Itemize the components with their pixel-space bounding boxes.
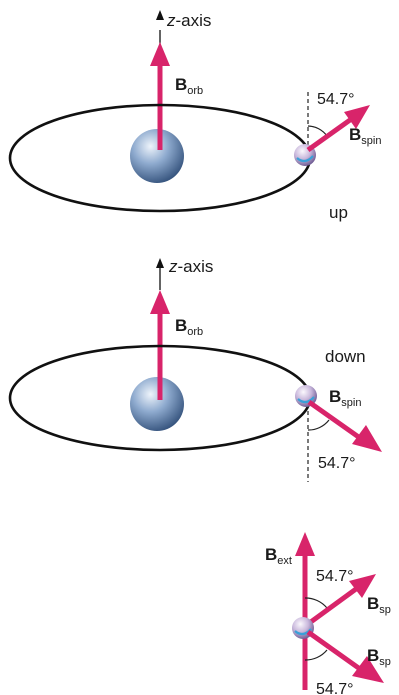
angle-label-bottom: 54.7° [316, 681, 354, 695]
b-orb-label: Borb [175, 316, 203, 338]
z-axis-label: z-axis [166, 11, 211, 30]
nucleus-sphere-icon [130, 129, 184, 183]
state-label-down: down [325, 347, 366, 366]
b-spin-arrowhead-icon [352, 425, 382, 452]
angle-arc-bottom [305, 650, 327, 660]
angle-arc [308, 420, 329, 430]
b-spin-label-bottom: Bsp [367, 646, 391, 668]
b-spin-arrow-bottom [308, 632, 360, 669]
state-label-up: up [329, 203, 348, 222]
nucleus-sphere-icon [130, 377, 184, 431]
b-orb-arrowhead-icon [150, 290, 170, 314]
b-ext-arrowhead-icon [295, 532, 315, 556]
b-spin-arrow-top [308, 589, 356, 624]
angle-label: 54.7° [318, 455, 356, 472]
b-spin-label: Bspin [329, 387, 361, 409]
b-spin-label: Bspin [349, 125, 381, 147]
b-spin-label-top: Bsp [367, 594, 391, 616]
angle-arc [308, 126, 327, 136]
z-axis-label: z-axis [168, 257, 213, 276]
z-axis-arrowhead-icon [156, 258, 164, 268]
z-axis-arrowhead-icon [156, 10, 164, 20]
b-spin-arrow [308, 120, 350, 150]
panel-spin-down: z-axis Borb down 54.7° Bspin [10, 257, 382, 482]
angle-arc-top [305, 598, 327, 608]
panel-spin-up: z-axis Borb 54.7° Bspin up [10, 10, 381, 222]
angle-label: 54.7° [317, 91, 355, 108]
b-ext-label: Bext [265, 545, 292, 567]
angle-label-top: 54.7° [316, 568, 354, 585]
panel-external-field: Bext 54.7° Bsp Bsp 54.7° [265, 532, 391, 695]
b-orb-label: Borb [175, 75, 203, 97]
b-orb-arrowhead-icon [150, 42, 170, 66]
